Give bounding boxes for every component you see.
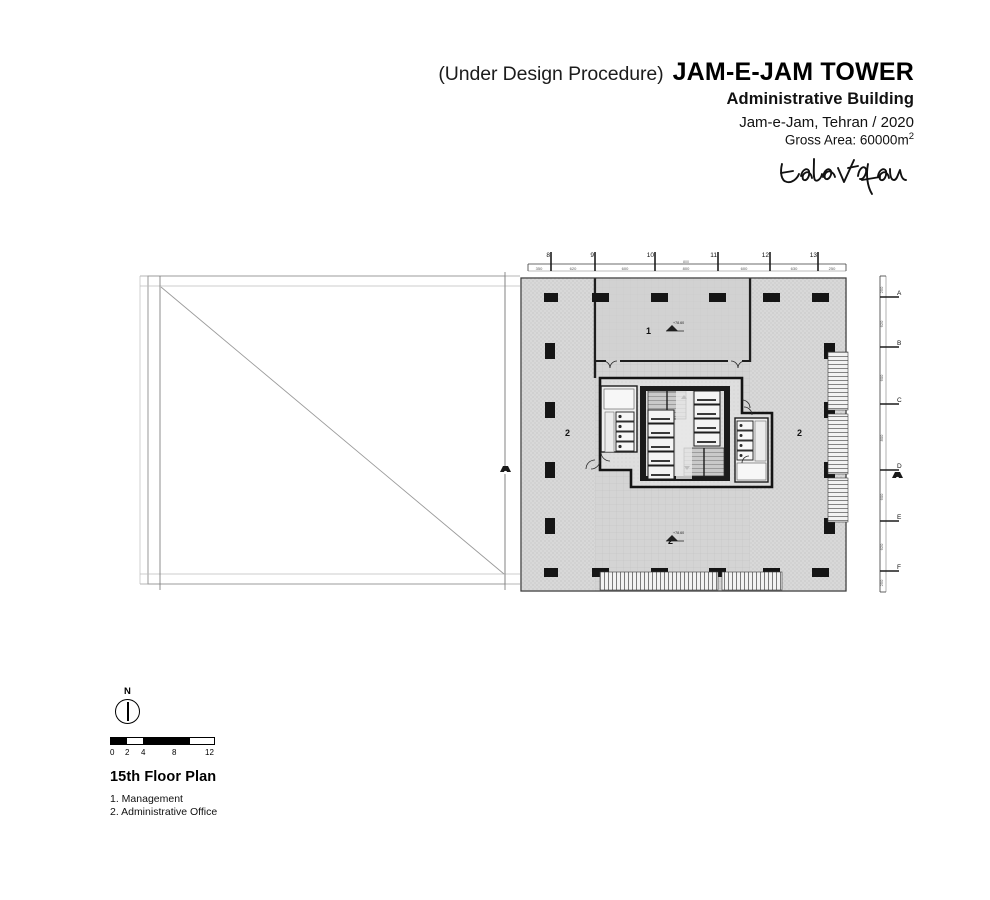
grid-label-top-1: 9 [590, 252, 594, 259]
scale-tick-1: 2 [125, 748, 130, 757]
title-primary-line: (Under Design Procedure) JAM-E-JAM TOWER [394, 58, 914, 87]
grid-label-right-2: C [897, 397, 902, 404]
dim-top-6: 250 [829, 266, 836, 271]
project-location-year: Jam-e-Jam, Tehran / 2020 [739, 114, 914, 131]
gross-area-label: Gross Area: 60000m [784, 132, 909, 148]
north-needle [127, 702, 129, 721]
scale-tick-2: 4 [141, 748, 146, 757]
dim-right-5: 620 [879, 543, 884, 550]
section-marker-right [892, 472, 903, 481]
facade-louvres [599, 351, 849, 591]
site-context-block [139, 272, 520, 590]
dim-right-4: 600 [879, 493, 884, 500]
project-status: (Under Design Procedure) [438, 63, 664, 85]
dim-right-1: 620 [879, 320, 884, 327]
dim-right-2: 600 [879, 374, 884, 381]
dim-top-overall: 800 [683, 260, 689, 264]
level-value-management: +78.60 [673, 321, 684, 325]
dim-top-4: 600 [741, 266, 748, 271]
scale-bar-ticks: 0 2 4 8 12 [110, 748, 230, 760]
grid-label-right-5: F [897, 564, 901, 571]
service-core [598, 376, 774, 489]
grid-label-right-3: D [897, 463, 902, 470]
gross-area: Gross Area: 60000m2 [394, 131, 914, 148]
grid-label-top-0: 8 [546, 252, 550, 259]
grid-label-right-4: E [897, 514, 902, 521]
scale-bar-frame [110, 737, 215, 745]
level-value-office: +78.60 [673, 531, 684, 535]
top-dimension-line: 8 9 10 11 12 13 350 620 600 800 600 630 … [527, 252, 847, 272]
title-block: (Under Design Procedure) JAM-E-JAM TOWER… [394, 58, 914, 198]
grid-label-top-2: 10 [647, 252, 655, 259]
dim-top-5: 630 [791, 266, 798, 271]
room-label-2-right: 2 [797, 428, 802, 438]
dim-right-6: 250 [879, 579, 884, 586]
building-type: Administrative Building [726, 90, 914, 108]
room-key-list: 1. Management 2. Administrative Office [110, 793, 370, 818]
scale-seg-0 [111, 738, 127, 744]
signature-glyph [780, 157, 907, 195]
dim-right-0: 250 [879, 286, 884, 293]
room-management [596, 279, 749, 369]
grid-label-top-5: 13 [810, 252, 818, 259]
scale-tick-4: 12 [205, 748, 214, 757]
scale-seg-1 [143, 738, 159, 744]
scale-seg-2 [159, 738, 190, 744]
scale-bar-icon [110, 737, 215, 747]
level-marker-management: +78.60 [666, 321, 684, 332]
north-circle [115, 699, 140, 724]
plan-title: 15th Floor Plan [110, 769, 217, 785]
restroom-left [600, 385, 638, 462]
section-marker-left [500, 466, 511, 475]
dim-right-3: 800 [879, 434, 884, 441]
level-markers: +78.60 +78.60 [666, 321, 684, 542]
restroom-right [734, 417, 769, 483]
room-label-2-left: 2 [565, 428, 570, 438]
dim-top-3: 800 [683, 266, 690, 271]
right-dimension-line: A B C D E F 250 620 600 800 600 620 250 [879, 275, 903, 593]
scale-tick-0: 0 [110, 748, 115, 757]
scale-tick-3: 8 [172, 748, 177, 757]
grid-label-top-3: 11 [710, 252, 717, 259]
dim-top-2: 600 [622, 266, 629, 271]
grid-label-right-0: A [897, 290, 902, 297]
room-label-1: 1 [646, 326, 651, 336]
architect-signature [394, 154, 914, 198]
elevator-bank-left [647, 409, 675, 480]
drawing-legend: N 0 2 4 8 12 15th Floor Plan 1. Manageme… [110, 686, 370, 818]
room-key-item-1: 1. Management [110, 793, 183, 805]
elevator-bank-right [693, 390, 721, 447]
grid-label-top-4: 12 [762, 252, 770, 259]
room-key-item-2: 2. Administrative Office [110, 805, 218, 818]
grid-label-right-1: B [897, 340, 901, 347]
north-arrow-icon: N [110, 686, 150, 734]
north-label: N [124, 686, 131, 697]
level-marker-office: +78.60 [666, 531, 684, 542]
dim-top-1: 620 [570, 266, 577, 271]
core-doors [585, 399, 753, 470]
project-title: JAM-E-JAM TOWER [672, 58, 914, 86]
dim-top-0: 350 [536, 266, 543, 271]
gross-area-exponent: 2 [908, 131, 914, 142]
